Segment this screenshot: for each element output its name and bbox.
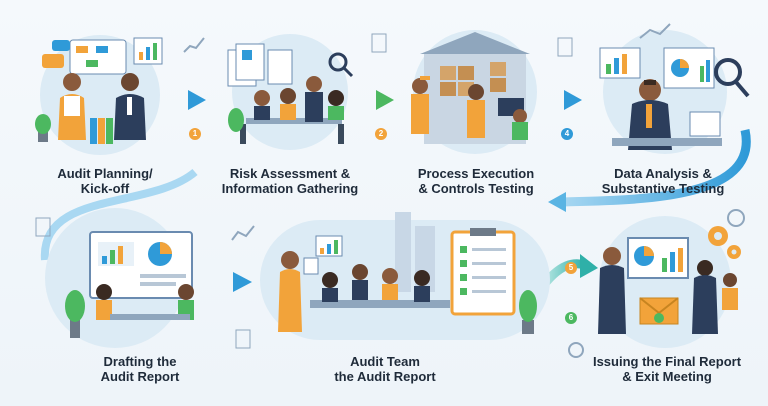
speech-bubble [42,54,64,68]
checklist-board [450,230,516,316]
trend-line-icon [183,37,205,53]
step-label-line1: Process Execution [417,166,535,181]
arrow-4-to-5-head [548,192,566,212]
scene-data-analysis [599,30,750,154]
step-label-line2: & Controls Testing [418,181,534,196]
step-badge-6: 6 [565,312,577,324]
step-label-line2: Audit Report [100,369,180,384]
scene-risk-assessment [227,34,354,150]
arrow-2-to-3-head [376,90,394,110]
step-label-drafting: Drafting the Audit Report [70,354,210,384]
arrow-3-to-4-head [564,90,582,110]
step-label-audit-planning: Audit Planning/ Kick-off [20,166,190,196]
arrow-6-to-7-head [580,254,598,278]
arrow-5-to-6-head [233,272,252,292]
step-label-line1: Audit Planning/ [57,166,153,181]
document-icon [35,217,51,237]
step-label-line1: Risk Assessment & [229,166,351,181]
step-badge-2: 2 [375,128,387,140]
arrow-left-loop [40,168,198,261]
trend-line-icon-3 [231,225,255,241]
gear-icon-small-2 [568,342,584,358]
scene-drafting [45,208,194,348]
step-label-line1: Audit Team [350,354,420,369]
step-label-line2: Kick-off [80,181,130,196]
step-badge-4: 4 [561,128,573,140]
conference-table [310,300,450,308]
arrow-1-to-2-head [188,90,206,110]
warehouse-roof [420,32,530,54]
step-label-final-report: Issuing the Final Report & Exit Meeting [576,354,758,384]
step-badge-5: 5 [565,262,577,274]
trend-line-icon-2 [639,23,671,39]
step-label-process-execution: Process Execution & Controls Testing [396,166,556,196]
magnifier-icon-large [714,58,742,86]
step-badge-1: 1 [189,128,201,140]
checklist-icon [371,33,387,53]
step-label-line1: Issuing the Final Report [592,354,742,369]
scene-audit-team [260,212,550,340]
step-label-risk-assessment: Risk Assessment & Information Gathering [205,166,375,196]
step-label-line1: Data Analysis & [614,166,712,181]
step-label-line2: & Exit Meeting [622,369,712,384]
flowchart-board [69,39,127,75]
clipboard-icon [557,37,573,57]
step-label-line2: Information Gathering [221,181,359,196]
step-label-line2: Substantive Testing [601,181,725,196]
document-icon-2 [235,329,251,349]
arrow-4-to-5 [559,129,751,207]
magnifier-icon [328,52,348,72]
step-label-line2: the Audit Report [334,369,436,384]
gear-icon-small [727,209,745,227]
table [110,314,190,320]
step-label-audit-team: Audit Team the Audit Report [305,354,465,384]
scene-process-execution [411,30,537,154]
scene-final-report [598,216,741,348]
desk [612,138,722,146]
scene-audit-planning [35,35,163,155]
step-label-line1: Drafting the [103,354,177,369]
decorative-icons [35,23,745,358]
step-label-data-analysis: Data Analysis & Substantive Testing [578,166,748,196]
